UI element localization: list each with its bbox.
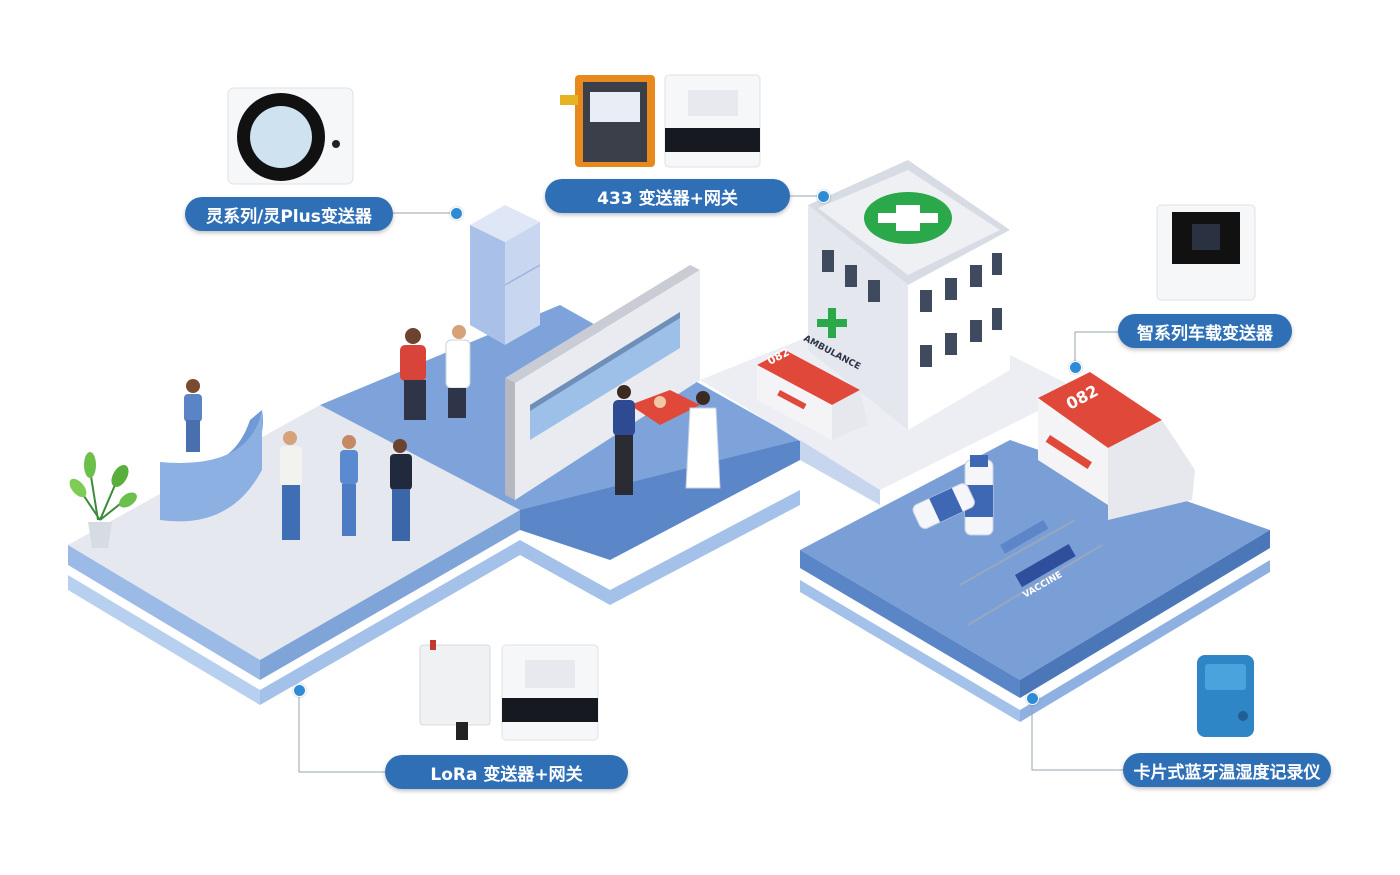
t433-text: 433 变送器+网关 [597,188,738,209]
lora-text: LoRa 变送器+网关 [430,764,583,785]
ling-connector-dot [450,207,463,220]
lora-transmitter [419,640,491,740]
lora-connector-dot [293,684,306,697]
ambulance-icon: 082 [757,345,868,440]
t433-label: 433 变送器+网关 [545,179,790,213]
zhi-connector-dot [1069,361,1082,374]
bluetooth-connector-dot [1026,692,1039,705]
bluetooth-card-text: 卡片式蓝牙温湿度记录仪 [1133,762,1321,783]
zhi-series-text: 智系列车载变送器 [1137,323,1273,344]
green-cross-icon [864,192,952,244]
infant-vaccination [613,385,721,495]
glass-partition-wall [505,265,700,500]
ambulance-icon-large: 082 [1038,372,1195,520]
vaccine-vial-icon [912,455,994,536]
bluetooth-card-label: 卡片式蓝牙温湿度记录仪 [1123,753,1331,787]
zhi-vehicle-transmitter [1156,204,1256,301]
t433-orange-transmitter [560,75,655,167]
entrance-green-cross [817,308,847,338]
potted-plant-icon [69,452,137,548]
ling-transmitter-device [227,87,354,185]
t433-gateway [664,74,761,168]
ling-series-label: 灵系列/灵Plus变送器 [185,197,393,231]
ling-series-text: 灵系列/灵Plus变送器 [206,206,372,227]
lora-gateway [501,644,599,741]
hospital-building-icon: AMBULANCE [802,160,1010,430]
t433-connector-dot [817,190,830,203]
people-at-reception [184,379,412,541]
doctor-and-patient [400,325,471,420]
refrigerator-icon [470,205,541,345]
reception-desk [160,410,263,522]
lora-label: LoRa 变送器+网关 [385,755,628,789]
zhi-series-label: 智系列车载变送器 [1118,314,1292,348]
bluetooth-card-logger [1197,655,1254,737]
connector-lines [298,195,1123,773]
